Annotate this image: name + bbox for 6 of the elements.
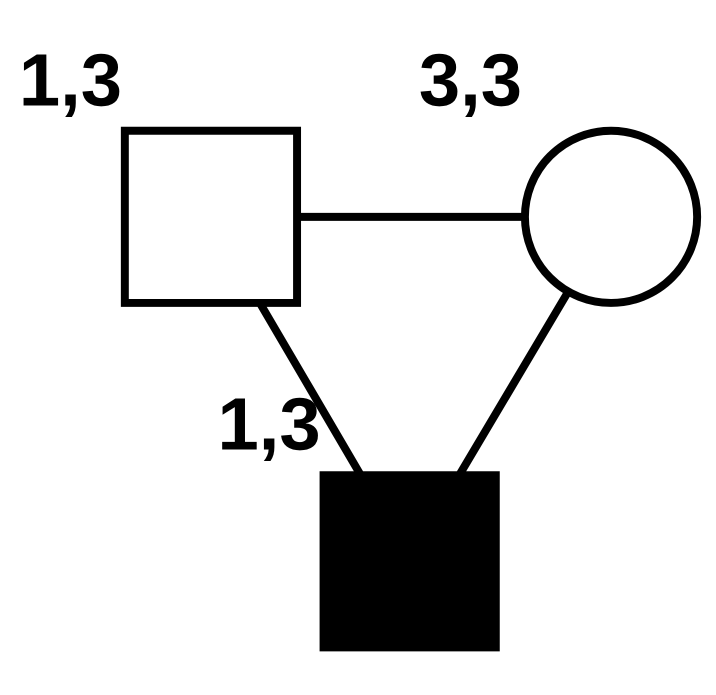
node-circle xyxy=(520,126,702,306)
node-box xyxy=(320,470,500,651)
node-label: 1,3 xyxy=(218,382,321,466)
node-box xyxy=(120,126,302,306)
node-label: 1,3 xyxy=(18,38,122,121)
node-label: 3,3 xyxy=(418,38,522,121)
